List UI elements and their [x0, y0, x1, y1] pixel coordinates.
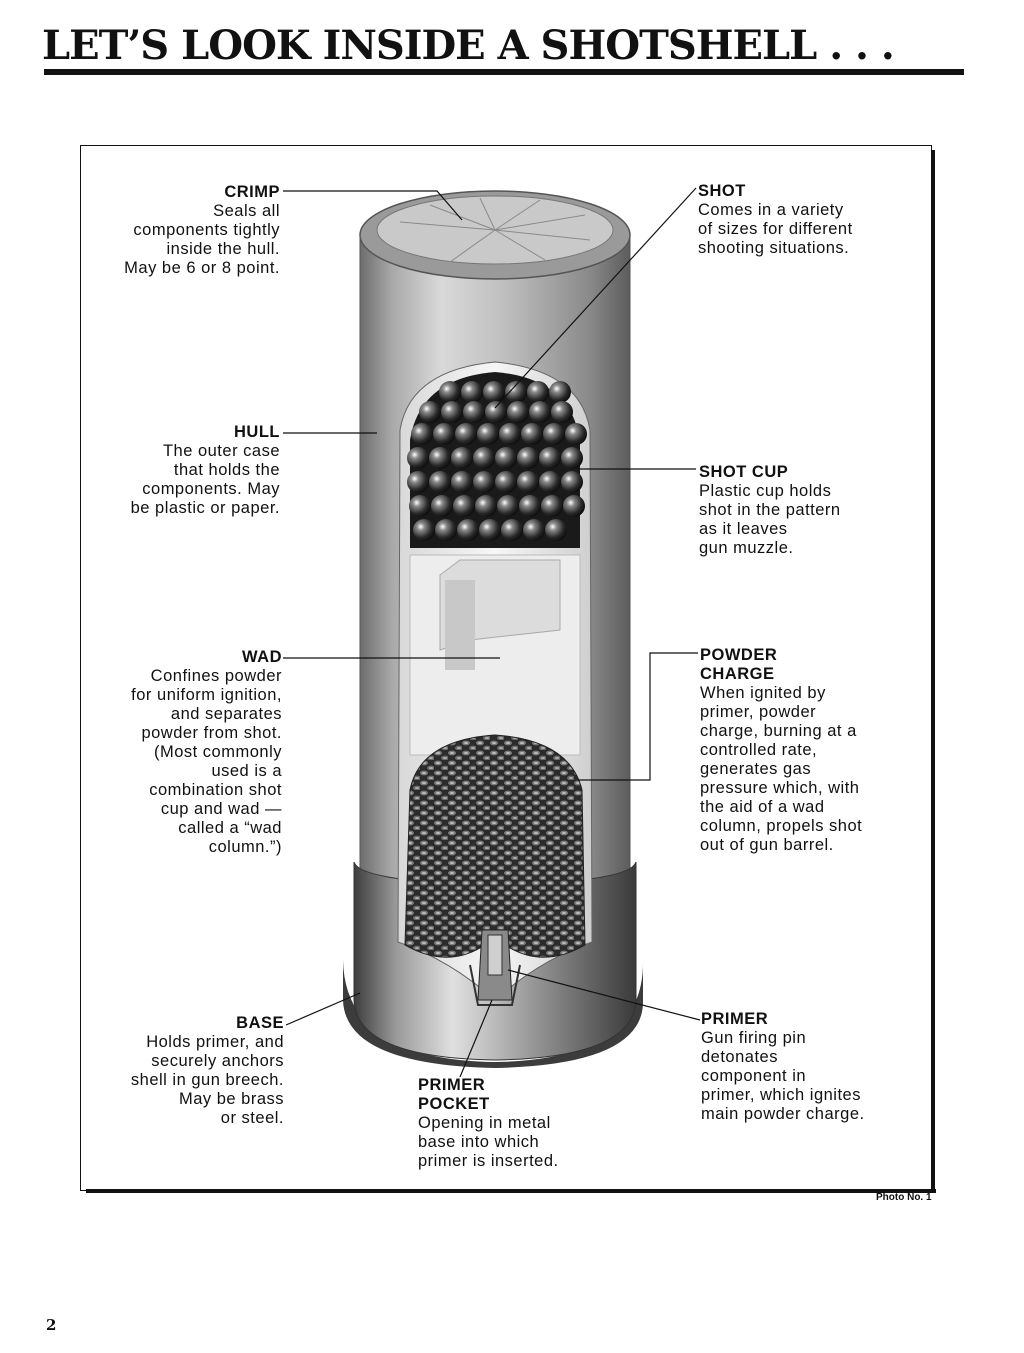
shot-pellet	[483, 381, 505, 403]
primer-leader	[507, 969, 701, 1021]
shot-pellet	[485, 401, 507, 423]
shot-pellets	[407, 381, 587, 541]
label-crimp-heading: CRIMP	[224, 183, 280, 201]
label-base-heading: BASE	[236, 1014, 284, 1032]
label-wad-desc: Confines powder for uniform ignition, an…	[131, 667, 282, 856]
shot-pellet	[501, 519, 523, 541]
label-hull-heading: HULL	[234, 423, 280, 441]
label-primer-pocket-desc: Opening in metal base into which primer …	[418, 1114, 559, 1170]
label-primer: PRIMER Gun firing pin detonates componen…	[701, 1010, 901, 1124]
shot-pellet	[543, 423, 565, 445]
shot-pellet	[499, 423, 521, 445]
shot-pellet	[505, 381, 527, 403]
shot-pellet	[561, 471, 583, 493]
label-crimp-desc: Seals all components tightly inside the …	[124, 202, 280, 277]
label-primer-heading: PRIMER	[701, 1010, 769, 1028]
label-primer-desc: Gun firing pin detonates component in pr…	[701, 1029, 865, 1123]
shot-pellet	[495, 471, 517, 493]
shot-pellet	[517, 447, 539, 469]
label-primer-pocket: PRIMER POCKET Opening in metal base into…	[418, 1076, 598, 1171]
label-wad-heading: WAD	[242, 648, 282, 666]
shot-pellet	[517, 471, 539, 493]
shot-pellet	[519, 495, 541, 517]
shot-pellet	[413, 519, 435, 541]
label-shot-cup-heading: SHOT CUP	[699, 463, 789, 481]
crimp-leader	[283, 190, 463, 221]
shot-pellet	[565, 423, 587, 445]
shot-pellet	[429, 471, 451, 493]
shot-pellet	[457, 519, 479, 541]
shot-pellet	[453, 495, 475, 517]
label-base: BASE Holds primer, and securely anchors …	[100, 1014, 284, 1128]
shot-pellet	[435, 519, 457, 541]
shot-pellet	[507, 401, 529, 423]
shot-leader	[494, 187, 697, 409]
shot-pellet	[551, 401, 573, 423]
shot-pellet	[479, 519, 501, 541]
label-shot-cup: SHOT CUP Plastic cup holds shot in the p…	[699, 463, 899, 558]
shot-pellet	[419, 401, 441, 423]
label-hull-desc: The outer case that holds the components…	[130, 442, 280, 517]
label-powder-charge-desc: When ignited by primer, powder charge, b…	[700, 684, 863, 854]
frame-shadow-bottom	[86, 1189, 936, 1193]
label-shot-heading: SHOT	[698, 182, 746, 200]
shot-pellet	[407, 471, 429, 493]
shot-pellet	[407, 447, 429, 469]
label-powder-charge: POWDER CHARGE When ignited by primer, po…	[700, 646, 900, 855]
powder-charge-leader	[578, 652, 698, 781]
shot-pellet	[495, 447, 517, 469]
shot-pellet	[541, 495, 563, 517]
shot-pellet	[411, 423, 433, 445]
label-primer-pocket-heading: PRIMER POCKET	[418, 1076, 490, 1113]
frame-shadow-right	[932, 150, 935, 1193]
base-leader	[285, 992, 361, 1026]
label-base-desc: Holds primer, and securely anchors shell…	[130, 1033, 284, 1127]
shot-pellet	[539, 471, 561, 493]
page-number: 2	[46, 1316, 57, 1334]
label-powder-charge-heading: POWDER CHARGE	[700, 646, 778, 683]
title-rule	[44, 69, 964, 75]
shot-pellet	[529, 401, 551, 423]
crimp-folds	[399, 197, 591, 263]
photo-caption: Photo No. 1	[876, 1192, 932, 1203]
shot-pellet	[409, 495, 431, 517]
shot-pellet	[463, 401, 485, 423]
shot-pellet	[473, 471, 495, 493]
powder-charge	[404, 734, 586, 958]
shot-pellet	[477, 423, 499, 445]
shot-pellet	[561, 447, 583, 469]
leader-lines	[283, 187, 701, 1078]
shot-pellet	[451, 471, 473, 493]
shot-pellet	[429, 447, 451, 469]
shot-pellet	[521, 423, 543, 445]
label-hull: HULL The outer case that holds the compo…	[100, 423, 280, 518]
shot-pellet	[523, 519, 545, 541]
shot-pellet	[549, 381, 571, 403]
shot-pellet	[539, 447, 561, 469]
shot-pellet	[473, 447, 495, 469]
shot-pellet	[441, 401, 463, 423]
primer-pocket	[469, 964, 521, 1006]
primer-pocket-leader	[459, 999, 493, 1078]
label-shot-cup-desc: Plastic cup holds shot in the pattern as…	[699, 482, 841, 557]
shot-pellet	[527, 381, 549, 403]
shot-pellet	[455, 423, 477, 445]
label-shot: SHOT Comes in a variety of sizes for dif…	[698, 182, 898, 258]
label-wad: WAD Confines powder for uniform ignition…	[100, 648, 282, 857]
shot-pellet	[475, 495, 497, 517]
page-title: LET’S LOOK INSIDE A SHOTSHELL . . .	[42, 22, 895, 69]
shot-pellet	[545, 519, 567, 541]
label-crimp: CRIMP Seals all components tightly insid…	[100, 183, 280, 278]
shot-pellet	[439, 381, 461, 403]
shot-pellet	[563, 495, 585, 517]
shot-pellet	[433, 423, 455, 445]
shot-pellet	[431, 495, 453, 517]
shot-pellet	[461, 381, 483, 403]
label-shot-desc: Comes in a variety of sizes for differen…	[698, 201, 853, 257]
shot-pellet	[497, 495, 519, 517]
shot-pellet	[451, 447, 473, 469]
